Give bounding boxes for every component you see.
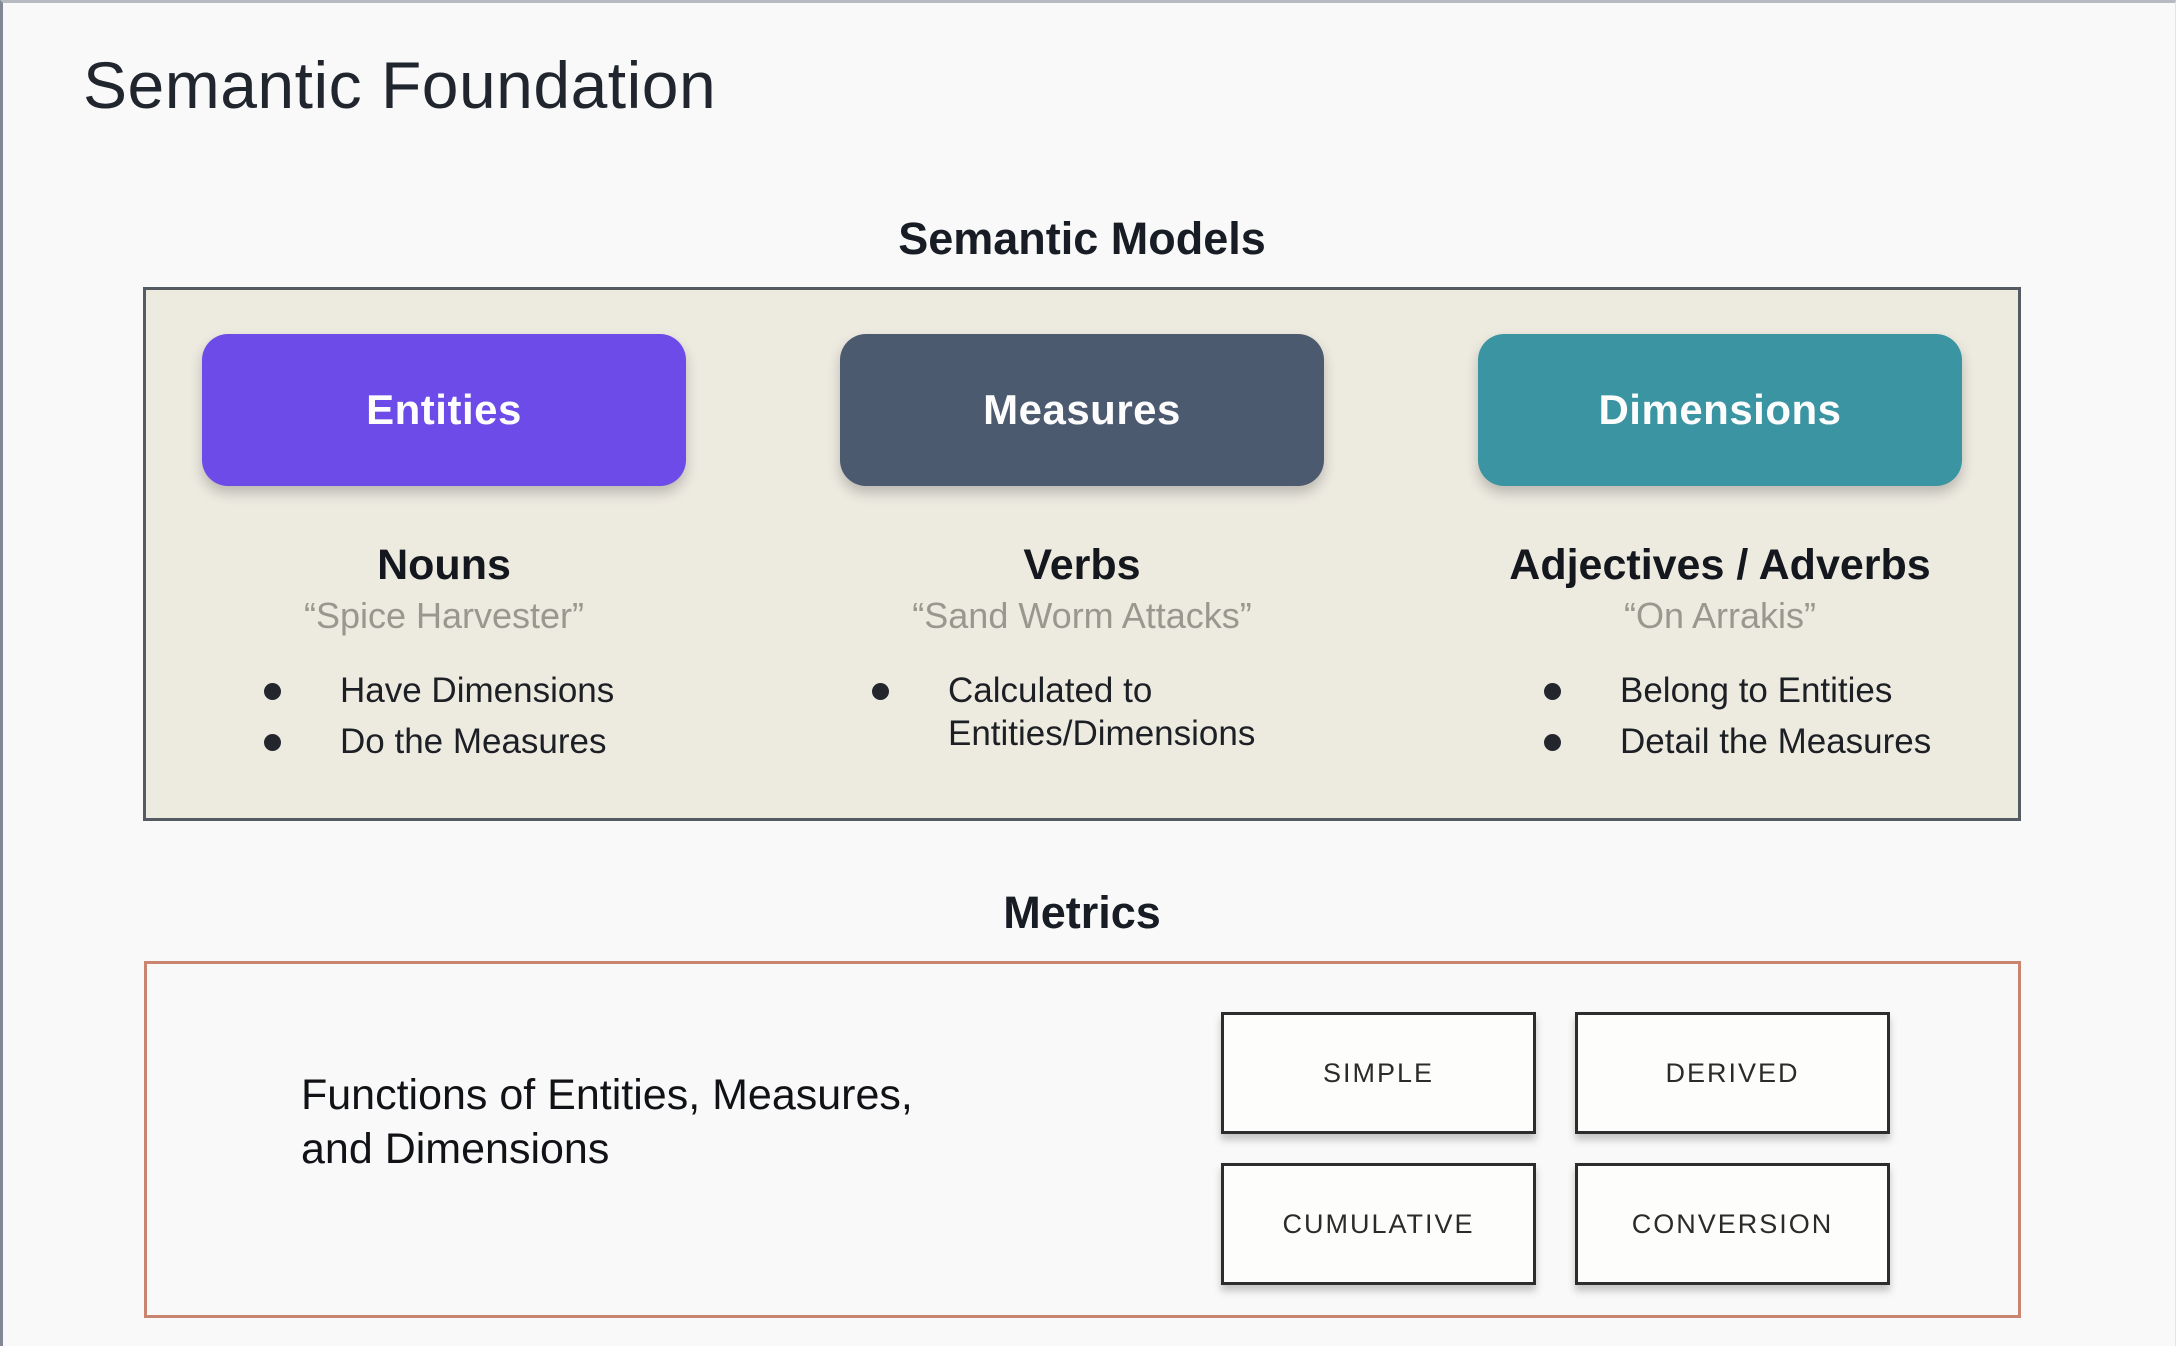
bullet-icon xyxy=(872,682,889,700)
dimensions-bullet-list: Belong to Entities Detail the Measures xyxy=(1544,669,1931,765)
bullet-text: Belong to Entities xyxy=(1620,670,1893,710)
metric-type-derived: DERIVED xyxy=(1575,1012,1890,1134)
dimensions-pill: Dimensions xyxy=(1478,334,1962,486)
metrics-heading: Metrics xyxy=(1003,887,1161,938)
dimensions-quote: “On Arrakis” xyxy=(1623,595,1817,637)
measures-quote: “Sand Worm Attacks” xyxy=(912,595,1252,637)
bullet-icon xyxy=(1544,734,1561,752)
measures-pill: Measures xyxy=(840,334,1324,486)
metric-type-cumulative: CUMULATIVE xyxy=(1221,1163,1536,1285)
metric-type-simple: SIMPLE xyxy=(1221,1012,1536,1134)
bullet-text: Do the Measures xyxy=(340,722,607,762)
bullet-icon xyxy=(1544,682,1561,700)
semantic-models-heading: Semantic Models xyxy=(898,213,1266,264)
dimensions-column: Dimensions Adjectives / Adverbs “On Arra… xyxy=(1440,290,2000,818)
entities-bullet-list: Have Dimensions Do the Measures xyxy=(264,669,614,765)
list-item: Belong to Entities xyxy=(1544,669,1931,713)
metrics-description: Functions of Entities, Measures, and Dim… xyxy=(301,1068,913,1176)
entities-subtitle: Nouns xyxy=(377,541,511,589)
bullet-text: Detail the Measures xyxy=(1620,722,1932,762)
list-item: Detail the Measures xyxy=(1544,720,1931,764)
entities-quote: “Spice Harvester” xyxy=(303,595,585,637)
semantic-models-panel: Entities Nouns “Spice Harvester” Have Di… xyxy=(143,287,2021,821)
dimensions-subtitle: Adjectives / Adverbs xyxy=(1509,541,1931,589)
list-item: Have Dimensions xyxy=(264,669,614,713)
page-title: Semantic Foundation xyxy=(83,48,717,122)
measures-subtitle: Verbs xyxy=(1023,541,1141,589)
bullet-text: Have Dimensions xyxy=(340,670,615,710)
metrics-panel: Functions of Entities, Measures, and Dim… xyxy=(144,961,2021,1318)
metrics-description-line1: Functions of Entities, Measures, xyxy=(301,1071,913,1119)
bullet-icon xyxy=(264,734,281,752)
metrics-description-line2: and Dimensions xyxy=(301,1125,610,1174)
bullet-text: Calculated to Entities/Dimensions xyxy=(948,670,1256,754)
entities-pill: Entities xyxy=(202,334,686,486)
entities-column: Entities Nouns “Spice Harvester” Have Di… xyxy=(164,290,724,818)
measures-column: Measures Verbs “Sand Worm Attacks” Calcu… xyxy=(802,290,1362,818)
list-item: Do the Measures xyxy=(264,720,614,764)
measures-bullet-list: Calculated to Entities/Dimensions xyxy=(872,669,1308,757)
bullet-icon xyxy=(264,682,281,700)
metric-type-conversion: CONVERSION xyxy=(1575,1163,1890,1285)
list-item: Calculated to Entities/Dimensions xyxy=(872,669,1308,757)
metric-type-grid: SIMPLE DERIVED CUMULATIVE CONVERSION xyxy=(1221,1012,1890,1285)
